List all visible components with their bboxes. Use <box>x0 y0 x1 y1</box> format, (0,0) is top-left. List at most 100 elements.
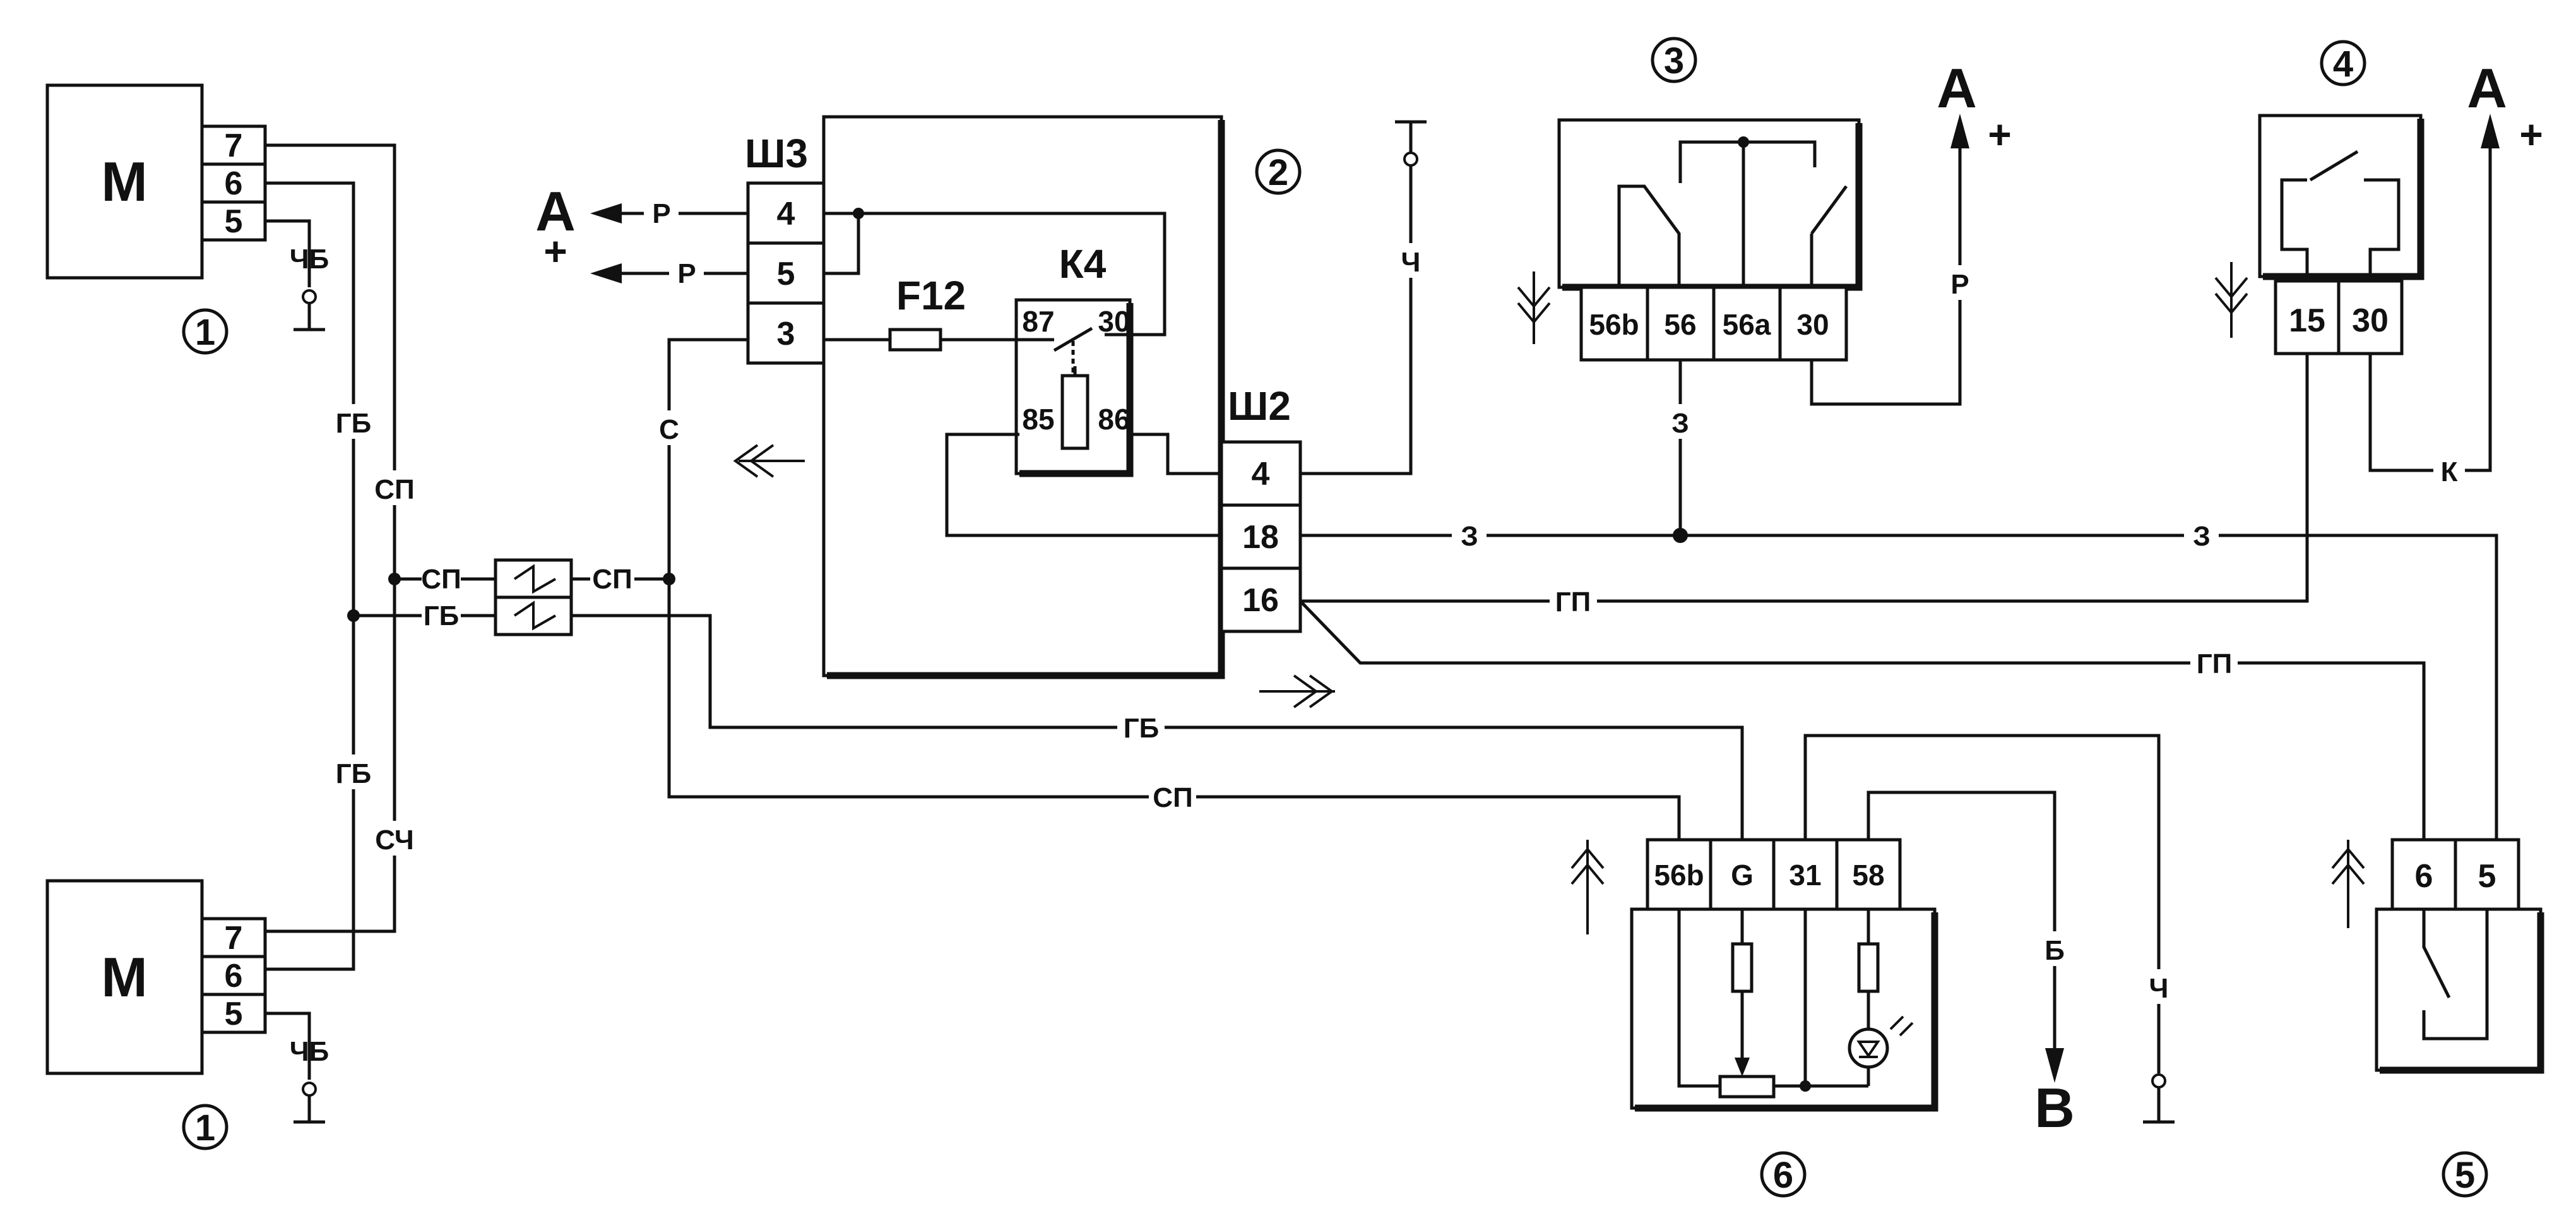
relay-contact <box>1053 326 1093 352</box>
sh2-pin-16-label: 16 <box>1242 582 1279 619</box>
motor-bottom-pin-7 <box>200 917 267 958</box>
block-6-number: 6 <box>1773 1155 1793 1196</box>
motor-bottom-pin-6 <box>200 955 267 996</box>
switch-4-pin-15-label: 15 <box>2289 302 2325 339</box>
power-in-wire-2: Р <box>677 258 696 289</box>
switch-4-plus: + <box>2519 112 2543 157</box>
switch-5-pin-6-label: 6 <box>2415 858 2433 895</box>
block-6-number-circle <box>1760 1151 1807 1198</box>
switch-5-body <box>2375 907 2543 1072</box>
sh3-pin-4-label: 4 <box>777 196 795 232</box>
power-in-plus: + <box>543 229 567 274</box>
chevron-down-icon <box>1517 271 1551 344</box>
motor-bottom-ground-terminal <box>302 1082 317 1097</box>
relay-pin-87: 87 <box>1022 305 1054 338</box>
block-6-pin-g-label: G <box>1731 859 1754 892</box>
junction-z <box>1673 528 1688 543</box>
motor-bottom-body <box>45 879 204 1075</box>
switch-4-power-arrow <box>2481 114 2500 148</box>
connector-left-gb-label: ГБ <box>424 600 460 631</box>
switch-3-power-arrow <box>1950 114 1969 148</box>
motor-top-number: 1 <box>195 312 215 353</box>
block-6-out-letter: В <box>2034 1077 2075 1139</box>
block-2-number-circle <box>1255 148 1302 195</box>
motor-bottom-ground-wire <box>265 1011 311 1080</box>
power-in-letter: А <box>535 180 576 242</box>
block-2: 2 Ш3 4 5 3 F12 К4 87 30 85 86 Ш2 <box>733 115 1335 708</box>
motor-bottom-pin-5 <box>200 993 267 1034</box>
motor-bottom-pin-5-label: 5 <box>225 996 243 1032</box>
ch-top-terminal <box>1403 152 1418 167</box>
wire-gp-1 <box>1300 354 2309 603</box>
block-6-pin-31-label: 31 <box>1789 859 1821 892</box>
switch-4-body <box>2258 114 2423 278</box>
block-6-pin-58-label: 58 <box>1852 859 1884 892</box>
chevron-up-icon <box>1570 840 1605 934</box>
label-z-left: З <box>1461 521 1478 552</box>
relay-pin-85: 85 <box>1022 403 1054 436</box>
label-sp-upper: СП <box>374 474 414 505</box>
sh2-pin-4-label: 4 <box>1252 456 1270 492</box>
switch-4-power-letter: А <box>2467 57 2507 119</box>
switch-3-pin-56b-label: 56b <box>1589 308 1639 341</box>
wire-sp-sch <box>265 143 396 933</box>
label-ch-top: Ч <box>1401 247 1421 278</box>
switch-4: 4 15 30 К А + <box>2214 40 2543 488</box>
power-in-arrow-2 <box>590 263 622 283</box>
connector-left-socket-1 <box>513 564 556 594</box>
label-gp-left: ГП <box>1555 587 1591 617</box>
motor-top-number-circle <box>182 308 229 355</box>
wire-gb-bottom <box>571 614 1744 840</box>
relay-k4-label: К4 <box>1059 241 1107 287</box>
sh2-pin-18-label: 18 <box>1242 519 1279 556</box>
block-6-pin-56b-label: 56b <box>1654 859 1704 892</box>
light-emission-icon <box>1889 1015 1914 1037</box>
fuse-f12-label: F12 <box>896 273 966 318</box>
motor-bottom-number: 1 <box>195 1107 215 1148</box>
switch-5-pin-5-label: 5 <box>2478 858 2496 895</box>
wire-gp-2 <box>1299 600 2426 840</box>
chevron-right-icon <box>1259 674 1335 708</box>
potentiometer <box>1718 1075 1776 1099</box>
block-6-resistor-1 <box>1731 942 1754 993</box>
wire-z <box>1300 534 2498 840</box>
relay-coil <box>1060 374 1089 450</box>
power-in-arrow-1 <box>590 203 622 224</box>
block-6-out-arrow <box>2045 1048 2064 1083</box>
switch-3-number-circle <box>1651 37 1697 83</box>
switch-3-wire-bottom: З <box>1671 408 1689 439</box>
label-gb-upper: ГБ <box>336 408 372 439</box>
switch-5-pin-5 <box>2454 838 2520 911</box>
motor-top-letter: М <box>101 150 147 213</box>
sh2-label: Ш2 <box>1228 383 1291 429</box>
switch-3-plus: + <box>1988 112 2011 157</box>
wire-gb <box>265 181 355 971</box>
sh3-pin-5-label: 5 <box>777 256 795 292</box>
label-gb-bottom: ГБ <box>1124 713 1160 744</box>
motor-top-ground-label: ЧБ <box>290 244 329 275</box>
block-6-out-wire: Б <box>2045 935 2065 966</box>
switch-3-pin-56-label: 56 <box>1664 308 1696 341</box>
sh3-pin-3-label: 3 <box>777 316 795 352</box>
motor-bottom-letter: М <box>101 946 147 1008</box>
sh2-pin-18 <box>1220 503 1302 570</box>
motor-top-ground-terminal <box>302 289 317 304</box>
connector-left: СП ГБ СП <box>353 558 675 636</box>
connector-left-socket-2 <box>513 600 556 631</box>
motor-top-pin-6-label: 6 <box>225 165 243 202</box>
block-6-pin-56b <box>1646 838 1712 911</box>
label-wire-c: С <box>659 414 679 445</box>
switch-3-pin-30-label: 30 <box>1796 308 1829 341</box>
block-6-ground-wire: Ч <box>2149 973 2169 1004</box>
motor-bottom: М 7 6 5 ЧБ 1 <box>45 879 329 1150</box>
motor-top-pin-7-label: 7 <box>225 128 243 164</box>
block-6-resistor-2 <box>1857 942 1880 993</box>
switch-5-number-circle <box>2442 1151 2488 1198</box>
relay-pin-30: 30 <box>1098 305 1130 338</box>
motor-top-ground-wire <box>265 219 311 287</box>
motor-top: М 7 6 5 ЧБ 1 <box>45 83 329 355</box>
relay-pin-86: 86 <box>1098 403 1130 436</box>
label-sp-bottom: СП <box>1153 782 1192 813</box>
left-wires: ГБ СП ГБ СЧ <box>265 143 415 971</box>
label-sch-lower: СЧ <box>375 825 414 856</box>
